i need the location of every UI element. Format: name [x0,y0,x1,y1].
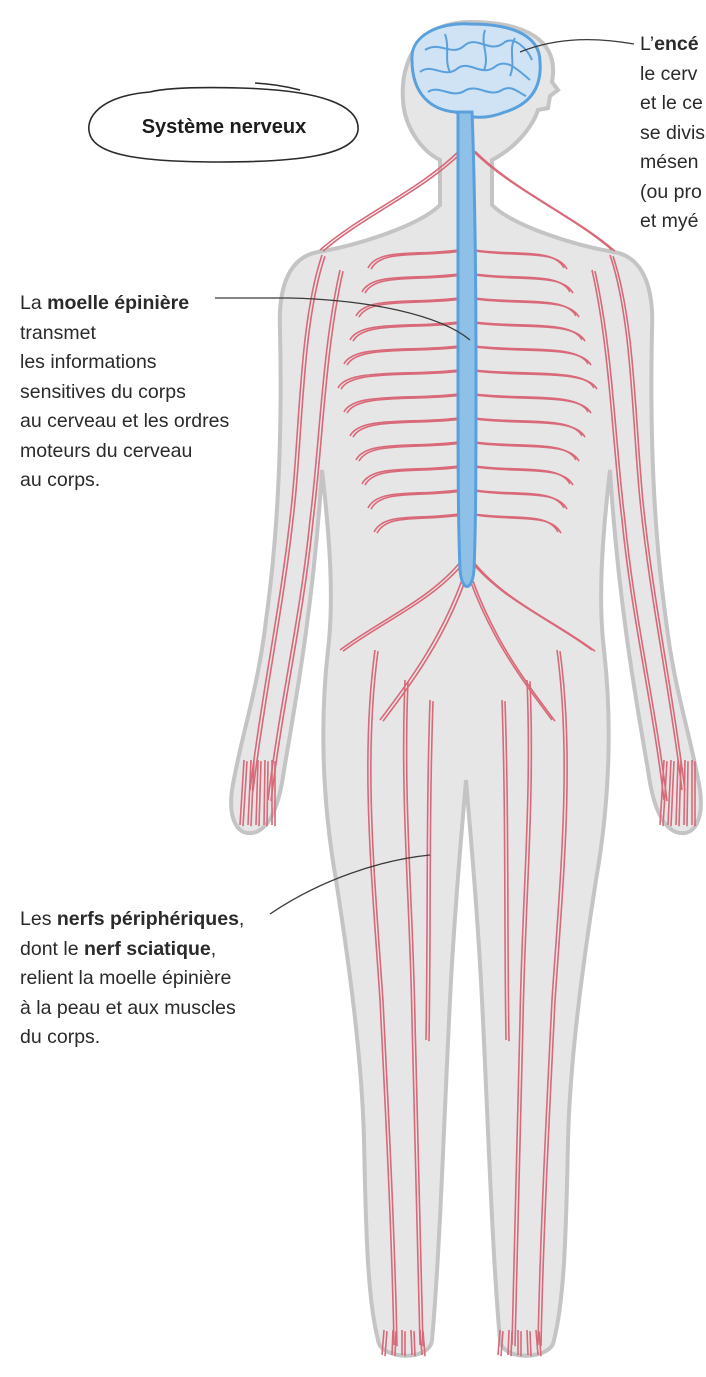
hand-nerve-right [687,761,688,826]
spine-label-line: les informations [20,348,229,378]
nerves-label-line: à la peau et aux muscles [20,994,244,1024]
spinal-cord-label: La moelle épinière transmet les informatio… [20,289,229,496]
nerves-label-pre: à la peau et aux muscles [20,997,236,1019]
foot-nerve-right [508,1330,509,1355]
nerves-label-line: du corps. [20,1023,244,1053]
nerves-label-line: Les nerfs périphériques, [20,905,244,935]
nerves-label-post: , [211,938,216,960]
nerves-label-pre: dont le [20,938,84,960]
hand-nerve-left [264,760,265,825]
foot-nerve-right [527,1330,528,1355]
brain-label-pre: et le ce [640,92,703,114]
foot-nerve-right [511,1331,512,1356]
spine-label-line: au corps. [20,466,229,496]
nerves-label-pre: relient la moelle épinière [20,967,231,989]
brain-label-line: (ou pro [640,178,706,208]
foot-nerve-right [530,1331,531,1356]
spine-label-pre: au cerveau et les ordres [20,410,229,432]
brain-label-line: mésen [640,148,706,178]
nerves-label-pre: Les [20,908,57,930]
brain [412,24,540,117]
brain-label: L’encé le cerv et le ce se divis mésen (ou pr… [640,30,706,237]
spine-label-line: transmet [20,319,229,349]
nerves-label-bold: nerfs périphériques [57,908,239,930]
foot-nerve-left [411,1330,412,1355]
nerves-label-bold: nerf sciatique [84,938,211,960]
brain-label-pre: (ou pro [640,181,702,203]
brain-label-pre: mésen [640,151,699,173]
foot-nerve-left [392,1330,393,1355]
foot-nerve-left [414,1331,415,1356]
nerves-label-line: dont le nerf sciatique, [20,935,244,965]
nerves-label-post: , [239,908,244,930]
peripheral-nerves-label: Les nerfs périphériques,dont le nerf sci… [20,905,244,1053]
brain-label-pre: le cerv [640,63,697,85]
brain-label-line: et myé [640,207,706,237]
hand-nerve-left [267,761,268,826]
spine-label-pre: La [20,292,47,314]
spine-label-pre: au corps. [20,469,100,491]
spine-label-pre: transmet [20,322,96,344]
spine-label-line: au cerveau et les ordres [20,407,229,437]
spine-label-pre: sensitives du corps [20,381,186,403]
spine-label-line: La moelle épinière [20,289,229,319]
diagram-title: Système nerveux [88,92,360,162]
foot-nerve-left [395,1331,396,1356]
hand-nerve-right [684,760,685,825]
brain-label-line: le cerv [640,60,706,90]
brain-label-bold: encé [654,33,698,55]
nerves-label-line: relient la moelle épinière [20,964,244,994]
nerves-label-pre: du corps. [20,1026,100,1048]
spine-label-bold: moelle épinière [47,292,189,314]
brain-label-line: et le ce [640,89,706,119]
spine-label-pre: les informations [20,351,157,373]
spine-label-pre: moteurs du cerveau [20,440,192,462]
brain-label-line: se divis [640,119,706,149]
brain-label-pre: L’ [640,33,654,55]
spine-label-line: moteurs du cerveau [20,437,229,467]
brain-label-pre: se divis [640,122,705,144]
brain-label-pre: et myé [640,210,699,232]
spinal-cord [458,112,476,587]
spine-label-line: sensitives du corps [20,378,229,408]
brain-label-line: L’encé [640,30,706,60]
